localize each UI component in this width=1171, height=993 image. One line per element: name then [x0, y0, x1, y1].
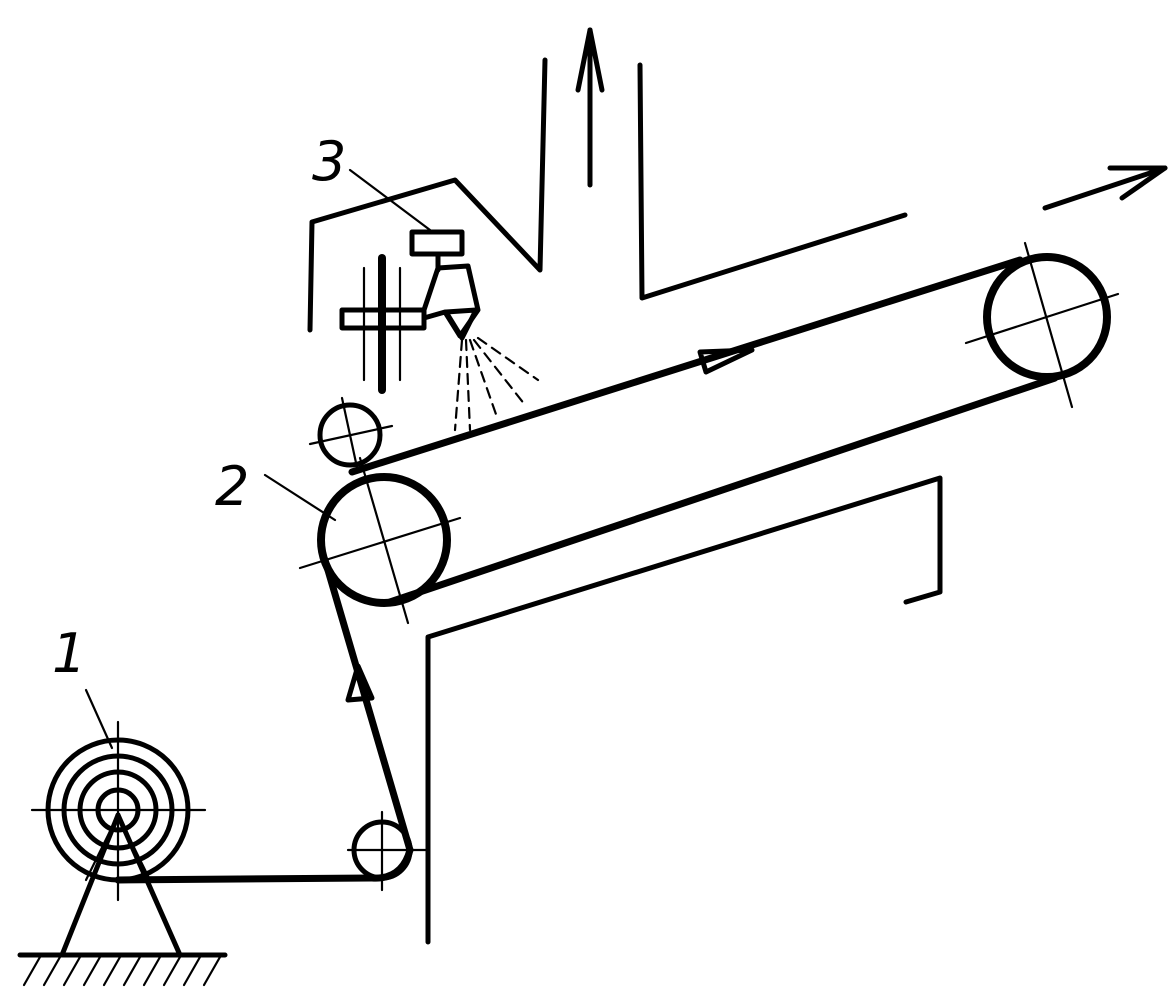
ground-hatch	[17, 952, 228, 987]
pressure-roller	[308, 396, 394, 474]
chamber-walls	[307, 57, 943, 945]
web-feed	[114, 556, 414, 884]
spray-nozzle	[339, 229, 540, 432]
exhaust-arrow	[575, 27, 605, 188]
label-1: 1	[52, 622, 86, 685]
supply-roll	[30, 720, 207, 958]
output-arrow	[1042, 165, 1168, 211]
label-3: 3	[312, 130, 346, 193]
label-2: 2	[215, 455, 249, 518]
leader-lines	[84, 168, 432, 750]
conveyor	[298, 241, 1120, 625]
